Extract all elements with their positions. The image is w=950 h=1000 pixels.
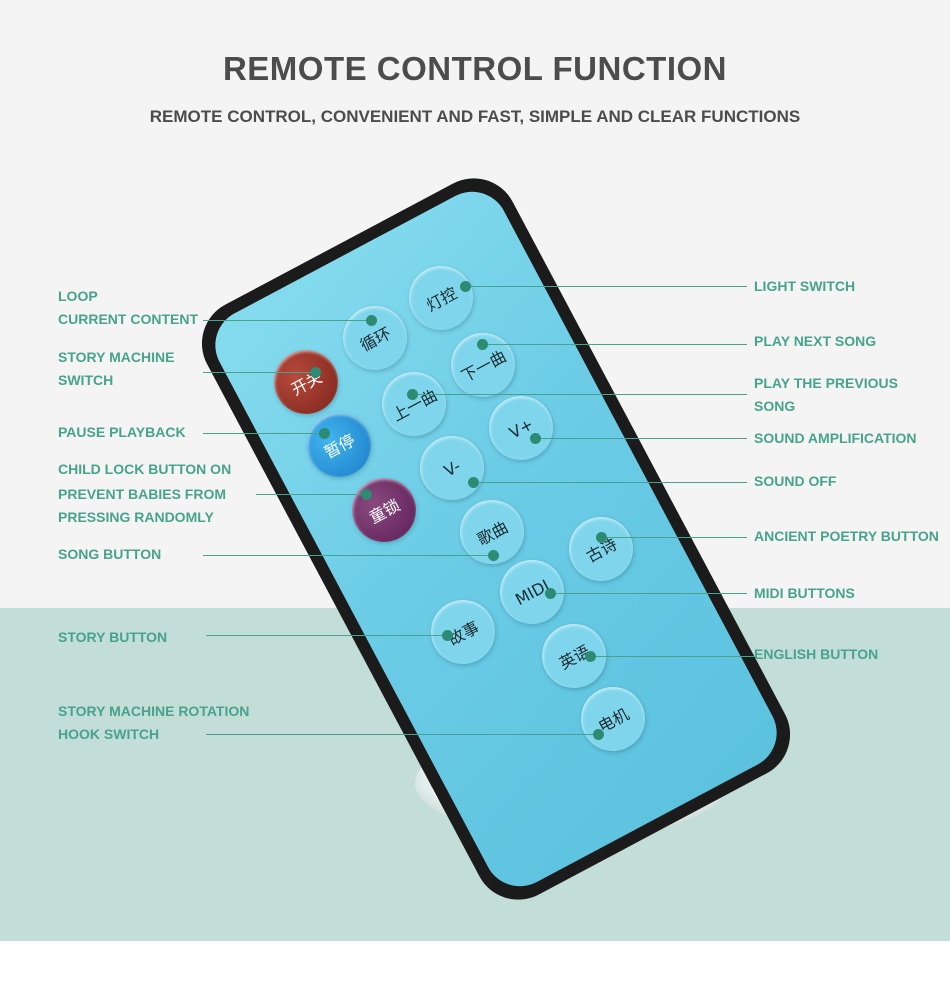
label-rotation-line-2: HOOK SWITCH	[58, 726, 160, 742]
leader-poetry	[601, 537, 747, 538]
background-footer	[0, 941, 950, 1000]
dot-song	[487, 549, 499, 561]
label-poetry: ANCIENT POETRY BUTTON	[754, 528, 939, 544]
dot-midi	[544, 587, 556, 599]
dot-next	[476, 338, 488, 350]
leader-story-switch	[203, 372, 315, 373]
dot-amplification	[529, 432, 541, 444]
label-loop-line-1: LOOP	[58, 288, 98, 304]
label-loop-line-2: CURRENT CONTENT	[58, 311, 198, 327]
label-story-switch-line-1: STORY MACHINE	[58, 349, 175, 365]
leader-amplification	[535, 438, 747, 439]
page-title: REMOTE CONTROL FUNCTION	[222, 50, 728, 87]
leader-rotation	[206, 734, 598, 735]
label-previous: PLAY THE PREVIOUS SONG	[754, 372, 898, 418]
label-amplification: SOUND AMPLIFICATION	[754, 430, 917, 446]
dot-story	[441, 629, 453, 641]
leader-light	[465, 286, 747, 287]
dot-previous	[406, 388, 418, 400]
label-child-lock-line-2: PREVENT BABIES FROM	[58, 486, 227, 502]
label-light: LIGHT SWITCH	[754, 278, 856, 294]
leader-story	[206, 635, 447, 636]
label-rotation: STORY MACHINE ROTATION HOOK SWITCH	[58, 700, 249, 746]
label-english: ENGLISH BUTTON	[754, 646, 879, 662]
leader-loop	[203, 320, 371, 321]
dot-light	[459, 280, 471, 292]
label-rotation-line-1: STORY MACHINE ROTATION	[58, 703, 250, 719]
label-story-switch: STORY MACHINE SWITCH	[58, 346, 174, 392]
label-child-lock-line-1: CHILD LOCK BUTTON ON	[58, 461, 232, 477]
leader-midi	[550, 593, 747, 594]
dot-pause	[318, 427, 330, 439]
label-sound-off: SOUND OFF	[754, 473, 837, 489]
label-loop: LOOP CURRENT CONTENT	[58, 285, 198, 331]
label-midi: MIDI BUTTONS	[754, 585, 855, 601]
dot-poetry	[595, 531, 607, 543]
label-child-lock: CHILD LOCK BUTTON ON PREVENT BABIES FROM…	[58, 458, 231, 529]
dot-child-lock	[360, 488, 372, 500]
leader-next	[482, 344, 747, 345]
leader-english	[590, 656, 757, 657]
label-story-switch-line-2: SWITCH	[58, 372, 114, 388]
leader-child-lock	[256, 494, 366, 495]
dot-english	[584, 650, 596, 662]
label-child-lock-line-3: PRESSING RANDOMLY	[58, 509, 214, 525]
label-previous-line-2: SONG	[754, 398, 796, 414]
label-next: PLAY NEXT SONG	[754, 333, 877, 349]
dot-sound-off	[467, 476, 479, 488]
label-previous-line-1: PLAY THE PREVIOUS	[754, 375, 898, 391]
leader-previous	[412, 394, 747, 395]
label-pause: PAUSE PLAYBACK	[58, 424, 186, 440]
label-song: SONG BUTTON	[58, 546, 162, 562]
leader-sound-off	[473, 482, 747, 483]
dot-story-switch	[309, 366, 321, 378]
label-story: STORY BUTTON	[58, 629, 168, 645]
dot-rotation	[592, 728, 604, 740]
leader-song	[203, 555, 493, 556]
leader-pause	[203, 433, 324, 434]
page-subtitle: REMOTE CONTROL, CONVENIENT AND FAST, SIM…	[149, 107, 801, 126]
dot-loop	[365, 314, 377, 326]
